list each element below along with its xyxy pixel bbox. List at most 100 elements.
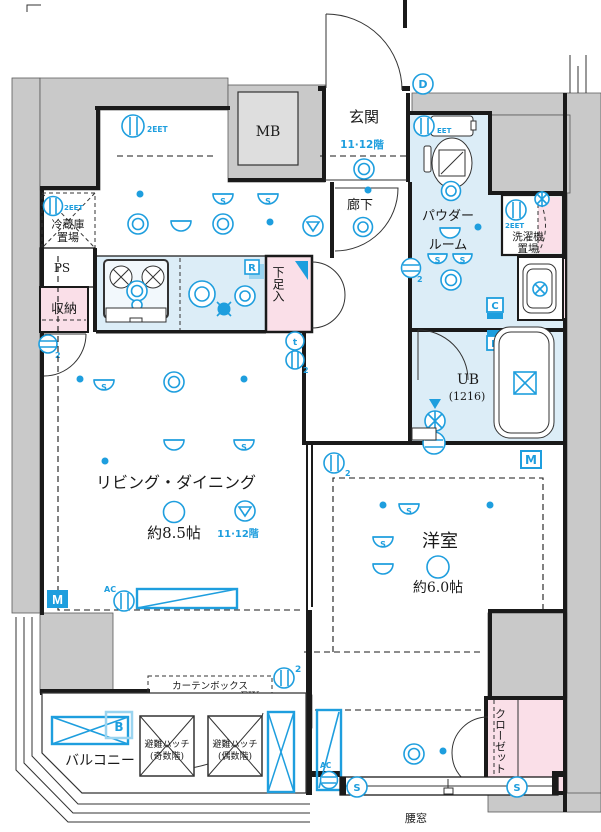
svg-text:2: 2 [303, 366, 309, 375]
svg-text:R: R [248, 263, 256, 274]
switch-icon: S [93, 379, 115, 392]
hatch-label: 避難ハッチ [212, 738, 257, 750]
laundry-label-2: 置場 [518, 242, 539, 255]
outlet-icon: EET [413, 115, 452, 137]
outdoor-unit [50, 715, 130, 746]
bath-label: UB [457, 372, 479, 388]
outlet-icon: 2 [273, 665, 301, 689]
faucet-icon [532, 281, 548, 297]
balcony: B 避難ハッチ (奇数階) 避難ハッチ (偶数階) バルコニー [15, 617, 310, 823]
outlet-icon: 2EET [121, 114, 168, 138]
downlight-icon [379, 501, 387, 509]
storage-label: 収納 [51, 302, 77, 317]
downlight-icon [76, 375, 84, 383]
switch-icon: S [452, 253, 473, 265]
svg-text:2: 2 [55, 351, 61, 360]
storage: 収納 2 [38, 286, 89, 377]
pipe-space: PS [39, 247, 96, 288]
entrance-label: 玄関 [349, 108, 379, 126]
range-badge: R [244, 259, 264, 279]
switch-icon: S [398, 503, 420, 516]
louver-panel [266, 710, 296, 794]
light-icon [170, 220, 192, 232]
downlight-icon [439, 747, 447, 755]
switch-icon: S [257, 193, 279, 206]
light-icon [162, 500, 186, 524]
outlet-type: 2EET [147, 125, 168, 134]
laundry-space: 2EET 洗濯機 置場 [500, 191, 565, 257]
outlet-icon: 2 [38, 334, 61, 360]
vent-icon [302, 215, 324, 237]
outlet-icon: 2 [285, 350, 309, 375]
evac-hatch-even: 避難ハッチ (偶数階) [207, 715, 263, 777]
ceiling-light-icon [403, 743, 425, 765]
light-icon [439, 227, 461, 239]
ac-outlet: AC [104, 585, 135, 612]
mb-label: MB [256, 124, 281, 140]
svg-text:S: S [101, 383, 107, 392]
kitchen: R [96, 255, 266, 334]
living-dining: S S リビング・ダイニング 約8.5帖 11·12階 M AC [47, 256, 302, 612]
ac-unit [135, 587, 239, 610]
outlet-icon: 2 [400, 257, 423, 284]
bedroom: M 2 S S 洋室 約6.0帖 AC [304, 450, 544, 792]
ac-label: AC [104, 585, 116, 594]
evac-hatch-odd: 避難ハッチ (奇数階) [139, 715, 195, 777]
tv-terminal-icon: t [285, 331, 305, 351]
fridge-label-1: 冷蔵庫 [52, 217, 85, 231]
ceiling-light-icon [352, 216, 374, 238]
bath-size: (1216) [449, 390, 486, 403]
hatch-floors: (奇数階) [150, 750, 184, 762]
svg-text:S: S [380, 540, 386, 549]
downlight-icon [486, 501, 494, 509]
powder-room-label-1: パウダー [422, 209, 474, 224]
ceiling-light-icon [353, 158, 375, 180]
hallway: 廊下 [302, 186, 399, 252]
outlet-type: 2EET [505, 222, 524, 230]
outlet-icon: 2 [323, 452, 351, 478]
vent-icon [234, 500, 256, 522]
kitchen-ceiling-symbols: 2EET S S [117, 114, 279, 235]
svg-text:S: S [241, 443, 247, 452]
switch-icon: S [212, 193, 234, 206]
svg-text:C: C [491, 301, 498, 312]
switch-icon: S [233, 439, 255, 452]
door-swing-mark [295, 261, 308, 280]
downlight-icon [266, 218, 274, 226]
hot-water-badge: C [486, 297, 504, 319]
ceiling-light-icon [212, 213, 234, 235]
svg-text:S: S [265, 197, 271, 206]
entrance-room: 玄関 11·12階 [320, 108, 407, 181]
ceiling-light-icon [440, 180, 462, 202]
unit-bath: R UB (1216) [411, 326, 555, 455]
switch-icon: S [427, 253, 448, 265]
ceiling-light-icon [440, 269, 462, 291]
toilet [423, 115, 477, 189]
ac-unit: AC [315, 708, 343, 792]
downlight-icon [364, 186, 372, 194]
washbasin [517, 256, 565, 321]
window-label: 腰窓 [405, 811, 427, 825]
outlet-type: 2EET [64, 204, 83, 212]
ac-label: AC [320, 761, 332, 770]
shoe-cabinet: 下足入 t 2 [264, 254, 346, 375]
light-icon [163, 439, 185, 451]
bathtub [493, 326, 555, 439]
multimedia-badge: M [47, 590, 68, 608]
svg-text:S: S [460, 256, 466, 265]
shutter-badge: S [506, 776, 528, 798]
ceiling-light-icon [127, 213, 149, 235]
living-floor-note: 11·12階 [217, 527, 259, 540]
multimedia-badge: M [520, 450, 542, 469]
svg-text:S: S [513, 783, 520, 794]
laundry-label-1: 洗濯機 [512, 230, 544, 243]
closet-label: クローゼット [494, 708, 507, 774]
powder-room: EET パウダー ルーム S S 2 C [400, 115, 504, 319]
outlet-icon: 2EET [42, 195, 83, 217]
living-size: 約8.5帖 [147, 524, 201, 542]
ps-label: PS [54, 261, 70, 275]
bedroom-label: 洋室 [422, 531, 458, 552]
meter-box: MB [237, 91, 299, 166]
